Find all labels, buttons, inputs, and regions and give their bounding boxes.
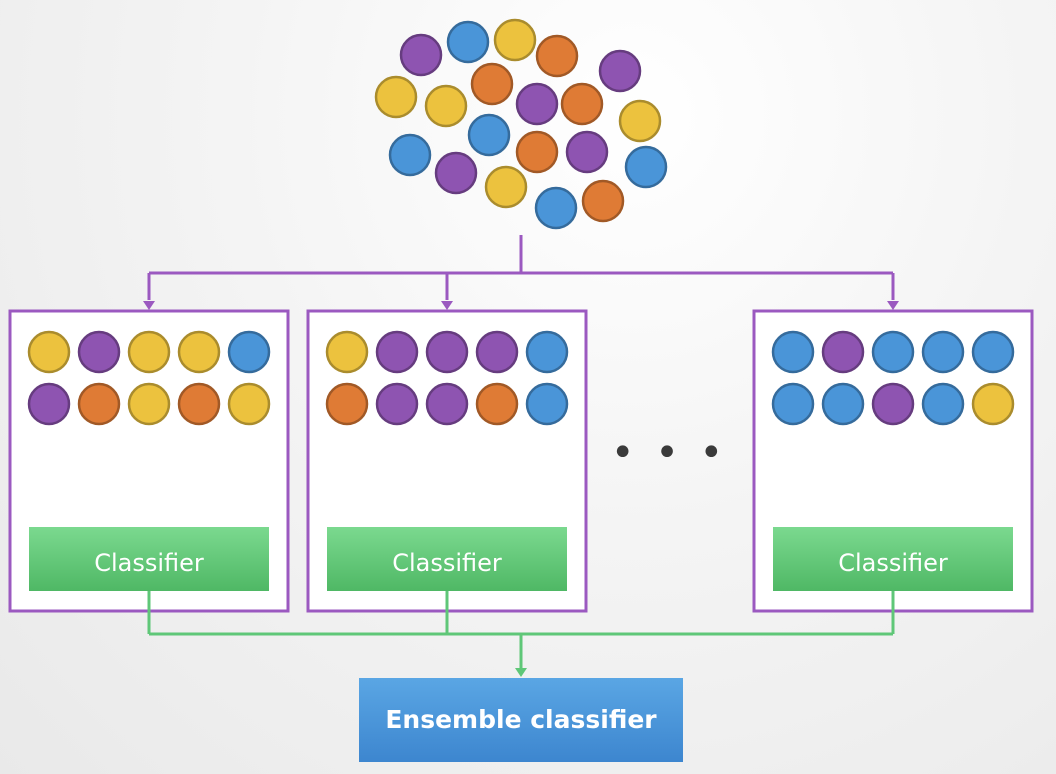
population-data-point [515, 82, 559, 126]
subset-data-point [375, 330, 419, 374]
subset-data-point [77, 330, 121, 374]
population-data-point [565, 130, 609, 174]
subset-data-point [127, 382, 171, 426]
subset-data-point [325, 330, 369, 374]
classifier-box [29, 527, 269, 591]
ensemble-classifier-box [359, 678, 683, 762]
subset-data-point [27, 330, 71, 374]
subset-data-point [227, 330, 271, 374]
subset-data-point [921, 330, 965, 374]
population-data-point [484, 165, 528, 209]
population-data-point [424, 84, 468, 128]
subset-data-point [871, 382, 915, 426]
ellipsis-icon: • • • [611, 430, 727, 476]
classifier-box [773, 527, 1013, 591]
subset-data-point [821, 382, 865, 426]
arrow-down-icon [143, 301, 155, 310]
subset-data-point [921, 382, 965, 426]
population-data-point [581, 179, 625, 223]
ensemble-classifier-label: Ensemble classifier [385, 705, 657, 734]
population-data-point [560, 82, 604, 126]
subset-data-point [177, 382, 221, 426]
subset-data-point [525, 330, 569, 374]
subset-data-point [821, 330, 865, 374]
classifier-label: Classifier [838, 549, 948, 577]
subset-panel-1: Classifier [8, 309, 290, 613]
subset-data-point [425, 330, 469, 374]
data-population-cloud [374, 18, 668, 230]
population-data-point [388, 133, 432, 177]
subset-data-point [77, 382, 121, 426]
subset-data-point [177, 330, 221, 374]
subset-data-point [127, 330, 171, 374]
subset-data-point [771, 330, 815, 374]
population-data-point [535, 34, 579, 78]
population-data-point [493, 18, 537, 62]
subset-panel-3: Classifier [752, 309, 1034, 613]
arrow-down-icon [887, 301, 899, 310]
subset-data-point [971, 330, 1015, 374]
population-data-point [624, 145, 668, 189]
aggregation-connectors [147, 591, 895, 677]
subset-data-point [425, 382, 469, 426]
arrow-down-icon [441, 301, 453, 310]
population-data-point [374, 75, 418, 119]
subset-data-point [375, 382, 419, 426]
subset-data-point [771, 382, 815, 426]
classifier-label: Classifier [392, 549, 502, 577]
subset-data-point [325, 382, 369, 426]
population-data-point [446, 20, 490, 64]
subset-data-point [475, 382, 519, 426]
subset-sample-points [325, 330, 569, 426]
subset-sample-points [27, 330, 271, 426]
subset-sample-points [771, 330, 1015, 426]
subset-data-point [871, 330, 915, 374]
classifier-box [327, 527, 567, 591]
subset-data-point [525, 382, 569, 426]
classifier-label: Classifier [94, 549, 204, 577]
population-data-point [467, 113, 511, 157]
arrow-down-icon [515, 668, 527, 677]
subset-data-point [971, 382, 1015, 426]
subset-panel-2: Classifier [306, 309, 588, 613]
population-data-point [534, 186, 578, 230]
sampling-connectors [143, 235, 899, 310]
population-data-point [598, 49, 642, 93]
population-data-point [434, 151, 478, 195]
subset-data-point [27, 382, 71, 426]
population-data-point [399, 33, 443, 77]
population-data-point [470, 62, 514, 106]
population-data-point [515, 130, 559, 174]
population-data-point [618, 99, 662, 143]
subset-data-point [475, 330, 519, 374]
subset-data-point [227, 382, 271, 426]
